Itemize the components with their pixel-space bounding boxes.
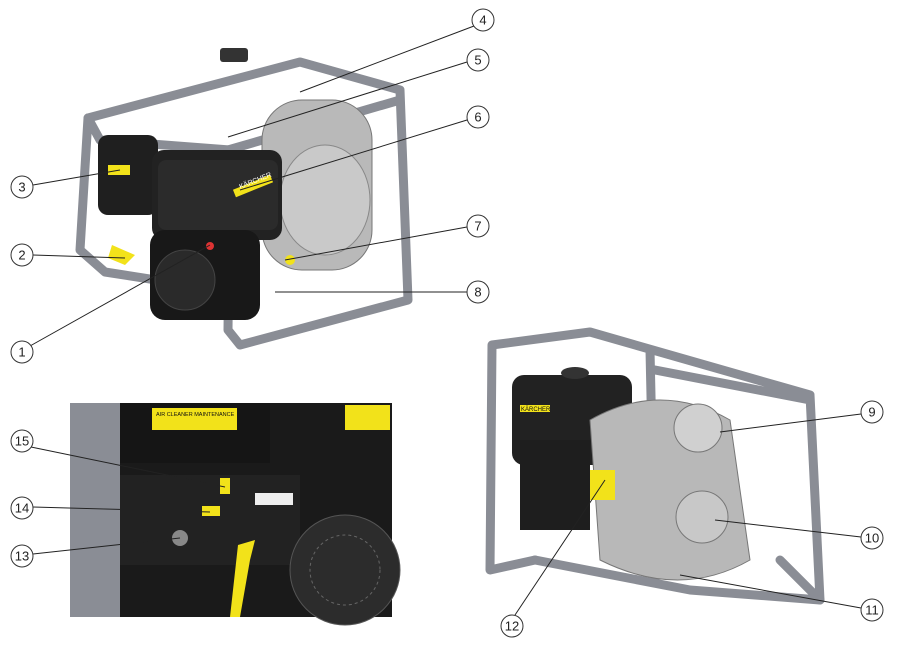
callout-1: 1	[10, 340, 34, 364]
pump-front-view: KÄRCHER	[75, 48, 413, 350]
pump-rear-view: KÄRCHER	[485, 327, 825, 605]
callout-11: 11	[860, 598, 884, 622]
filler-outlet	[673, 403, 723, 453]
callout-7: 7	[466, 214, 490, 238]
svg-text:1: 1	[18, 345, 25, 360]
svg-text:2: 2	[18, 248, 25, 263]
callout-9: 9	[860, 400, 884, 424]
callout-3: 3	[10, 175, 34, 199]
svg-text:3: 3	[18, 180, 25, 195]
callout-14: 14	[10, 496, 34, 520]
callout-6: 6	[466, 105, 490, 129]
detail-photo: AIR CLEANER MAINTENANCE	[70, 403, 401, 626]
svg-text:14: 14	[15, 501, 29, 516]
callout-10: 10	[860, 526, 884, 550]
svg-text:8: 8	[474, 285, 481, 300]
svg-text:10: 10	[865, 531, 879, 546]
callout-15: 15	[10, 429, 34, 453]
recoil-starter	[289, 514, 401, 626]
start-handle	[108, 245, 135, 265]
svg-text:4: 4	[479, 13, 486, 28]
svg-text:13: 13	[15, 549, 29, 564]
drain-inlet	[675, 490, 729, 544]
svg-text:9: 9	[868, 405, 875, 420]
callout-4: 4	[471, 8, 495, 32]
callout-2: 2	[10, 243, 34, 267]
svg-text:12: 12	[505, 619, 519, 634]
svg-text:6: 6	[474, 110, 481, 125]
detail-label: AIR CLEANER MAINTENANCE	[156, 412, 235, 418]
brand-label-rear: KÄRCHER	[521, 406, 551, 413]
svg-text:5: 5	[474, 53, 481, 68]
callout-13: 13	[10, 544, 34, 568]
leader-lines	[29, 25, 862, 616]
svg-text:15: 15	[15, 434, 29, 449]
callout-5: 5	[466, 48, 490, 72]
callout-12: 12	[500, 614, 524, 638]
svg-text:11: 11	[865, 603, 879, 618]
svg-text:7: 7	[474, 219, 481, 234]
callout-8: 8	[466, 280, 490, 304]
